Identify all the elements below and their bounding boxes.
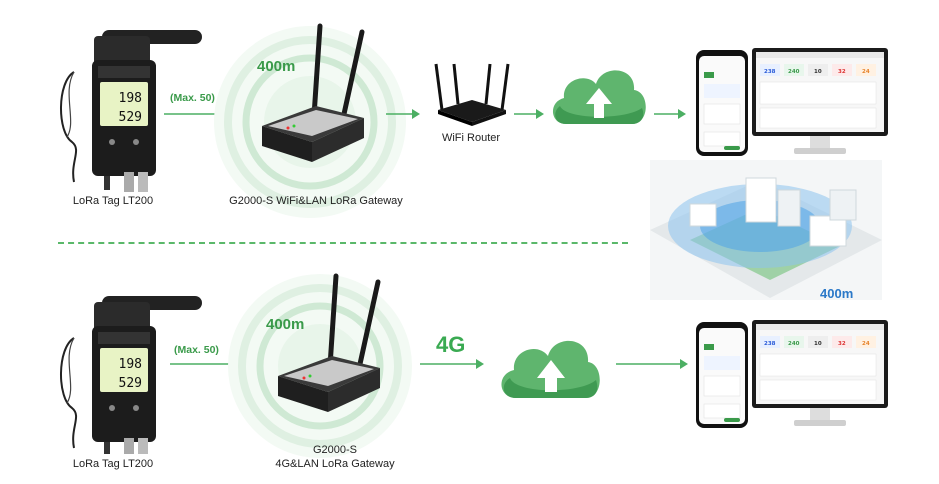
cloud-upload-icon-top bbox=[552, 70, 646, 124]
dashboard-devices-bottom: 238 240 10 32 24 bbox=[696, 320, 888, 428]
network-4g-label: 4G bbox=[436, 332, 466, 357]
dash-value-4-bottom: 32 bbox=[838, 341, 846, 347]
dashboard-devices-top: 238 240 10 32 24 bbox=[696, 48, 888, 156]
coverage-range-label: 400m bbox=[820, 286, 854, 301]
max-label-bottom: (Max. 50) bbox=[174, 344, 219, 356]
gateway-label-bottom-line1: G2000-S bbox=[312, 444, 358, 456]
arrow-router-to-cloud bbox=[514, 109, 544, 119]
gateway-label-bottom-line2: 4G&LAN LoRa Gateway bbox=[275, 458, 395, 470]
arrow-gateway-to-router bbox=[386, 109, 420, 119]
gateway-device-top bbox=[262, 23, 365, 162]
dash-value-4: 32 bbox=[838, 69, 846, 75]
device-display-line2: 529 bbox=[119, 110, 142, 125]
dash-value-1: 238 bbox=[764, 69, 776, 75]
device-label-top: LoRa Tag LT200 bbox=[72, 195, 154, 207]
device-display-line1-bottom: 198 bbox=[119, 357, 142, 372]
dash-value-5: 24 bbox=[862, 69, 870, 75]
arrow-cloud-to-dashboard-bottom bbox=[616, 359, 688, 369]
dash-value-5-bottom: 24 bbox=[862, 341, 870, 347]
max-label-top: (Max. 50) bbox=[170, 92, 215, 104]
range-label-bottom: 400m bbox=[266, 316, 305, 333]
dash-value-2: 240 bbox=[788, 69, 800, 75]
gateway-device-bottom bbox=[278, 273, 381, 412]
range-label-top: 400m bbox=[257, 58, 296, 75]
arrow-gateway-to-cloud-bottom bbox=[420, 359, 484, 369]
lora-tag-device-top: 198 529 bbox=[60, 30, 202, 192]
device-display-line1: 198 bbox=[119, 91, 142, 106]
arrow-cloud-to-dashboard-top bbox=[654, 109, 686, 119]
dash-value-3-bottom: 10 bbox=[814, 341, 822, 347]
dash-value-2-bottom: 240 bbox=[788, 341, 800, 347]
coverage-city-illustration bbox=[650, 160, 882, 300]
section-divider bbox=[58, 242, 628, 244]
device-label-bottom: LoRa Tag LT200 bbox=[72, 458, 154, 470]
router-label: WiFi Router bbox=[441, 132, 501, 144]
gateway-label-top: G2000-S WiFi&LAN LoRa Gateway bbox=[229, 195, 403, 207]
cloud-upload-icon-bottom bbox=[501, 340, 600, 398]
wifi-router-icon bbox=[434, 63, 510, 126]
dash-value-1-bottom: 238 bbox=[764, 341, 776, 347]
dash-value-3: 10 bbox=[814, 69, 822, 75]
device-display-line2-bottom: 529 bbox=[119, 376, 142, 391]
lora-tag-device-bottom: 198 529 bbox=[60, 296, 202, 454]
